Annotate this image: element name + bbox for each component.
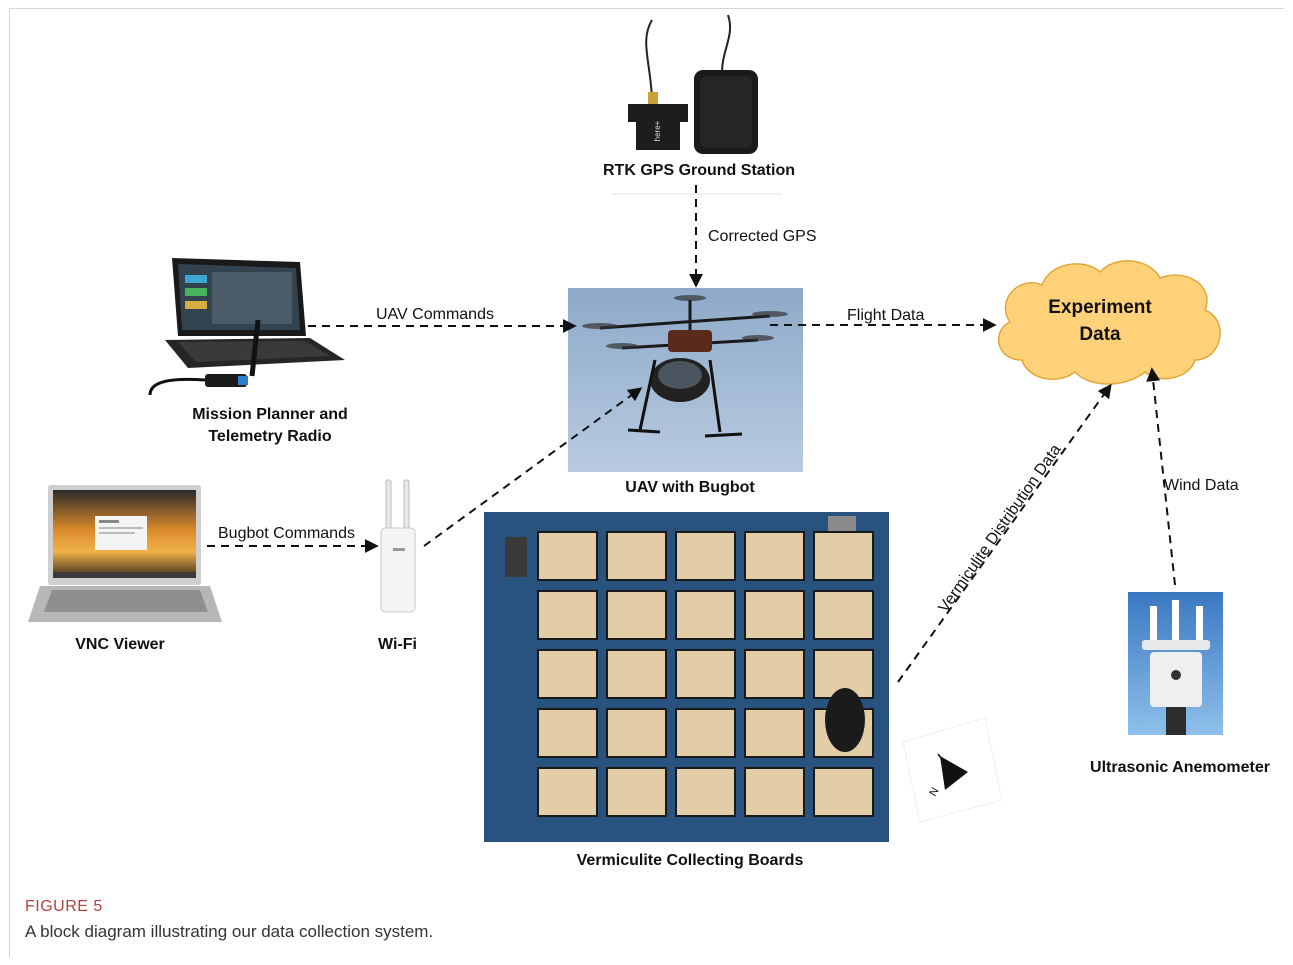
collecting-board [675,649,736,699]
wifi-label: Wi-Fi [378,636,417,653]
boards-label: Vermiculite Collecting Boards [576,852,804,869]
collecting-board [606,531,667,581]
vermiculite-boards-photo [484,512,889,842]
arrows [207,185,1176,683]
edge-label-bugbot-commands: Bugbot Commands [218,525,355,542]
wifi-router-image [380,479,416,613]
vnc-viewer-label: VNC Viewer [75,636,165,653]
collecting-board [675,531,736,581]
collecting-board [675,708,736,758]
collecting-board [744,649,805,699]
edge-label-flight-data: Flight Data [847,307,925,324]
north-compass [902,717,1003,823]
rtk-station-label: RTK GPS Ground Station [603,162,795,179]
cloud-label: Experiment Data [1040,294,1160,348]
mission-planner-label-line2: Telemetry Radio [208,428,332,445]
collecting-board [813,649,874,699]
collecting-board [537,767,598,817]
arrow-vermiculite-data [897,383,1112,683]
collecting-board [744,531,805,581]
collecting-board [606,590,667,640]
cloud-label-line1: Experiment [1048,297,1152,318]
edge-label-corrected-gps: Corrected GPS [708,228,817,245]
figure-frame [9,8,1284,957]
collecting-board [537,590,598,640]
collecting-board [537,649,598,699]
collecting-board [606,649,667,699]
figure-caption: A block diagram illustrating our data co… [25,922,434,941]
arrow-wifi-to-uav [423,387,643,547]
mission-planner-laptop-image [148,258,345,396]
collecting-board [744,590,805,640]
collecting-board [744,767,805,817]
uav-photo [568,288,803,472]
vnc-viewer-laptop-image [28,485,222,622]
figure-number: FIGURE 5 [25,898,103,915]
collecting-board [537,708,598,758]
edge-label-wind-data: Wind Data [1164,477,1239,494]
collecting-board [813,531,874,581]
collecting-board [606,767,667,817]
rtk-gps-station-image [628,14,758,154]
uav-label: UAV with Bugbot [625,479,755,496]
collecting-board [606,708,667,758]
person-figure [825,688,865,752]
mission-planner-label: Mission Planner and Telemetry Radio [170,404,370,448]
collecting-board [813,767,874,817]
anemometer-label: Ultrasonic Anemometer [1090,759,1270,776]
edge-label-uav-commands: UAV Commands [376,306,494,323]
mission-planner-label-line1: Mission Planner and [192,406,348,423]
collecting-board [675,767,736,817]
collecting-board [675,590,736,640]
anemometer-photo [1128,592,1223,735]
collecting-board [744,708,805,758]
rtk-device-text: here+ [653,120,662,141]
collecting-board [813,590,874,640]
cloud-label-line2: Data [1079,324,1121,345]
collecting-board [537,531,598,581]
